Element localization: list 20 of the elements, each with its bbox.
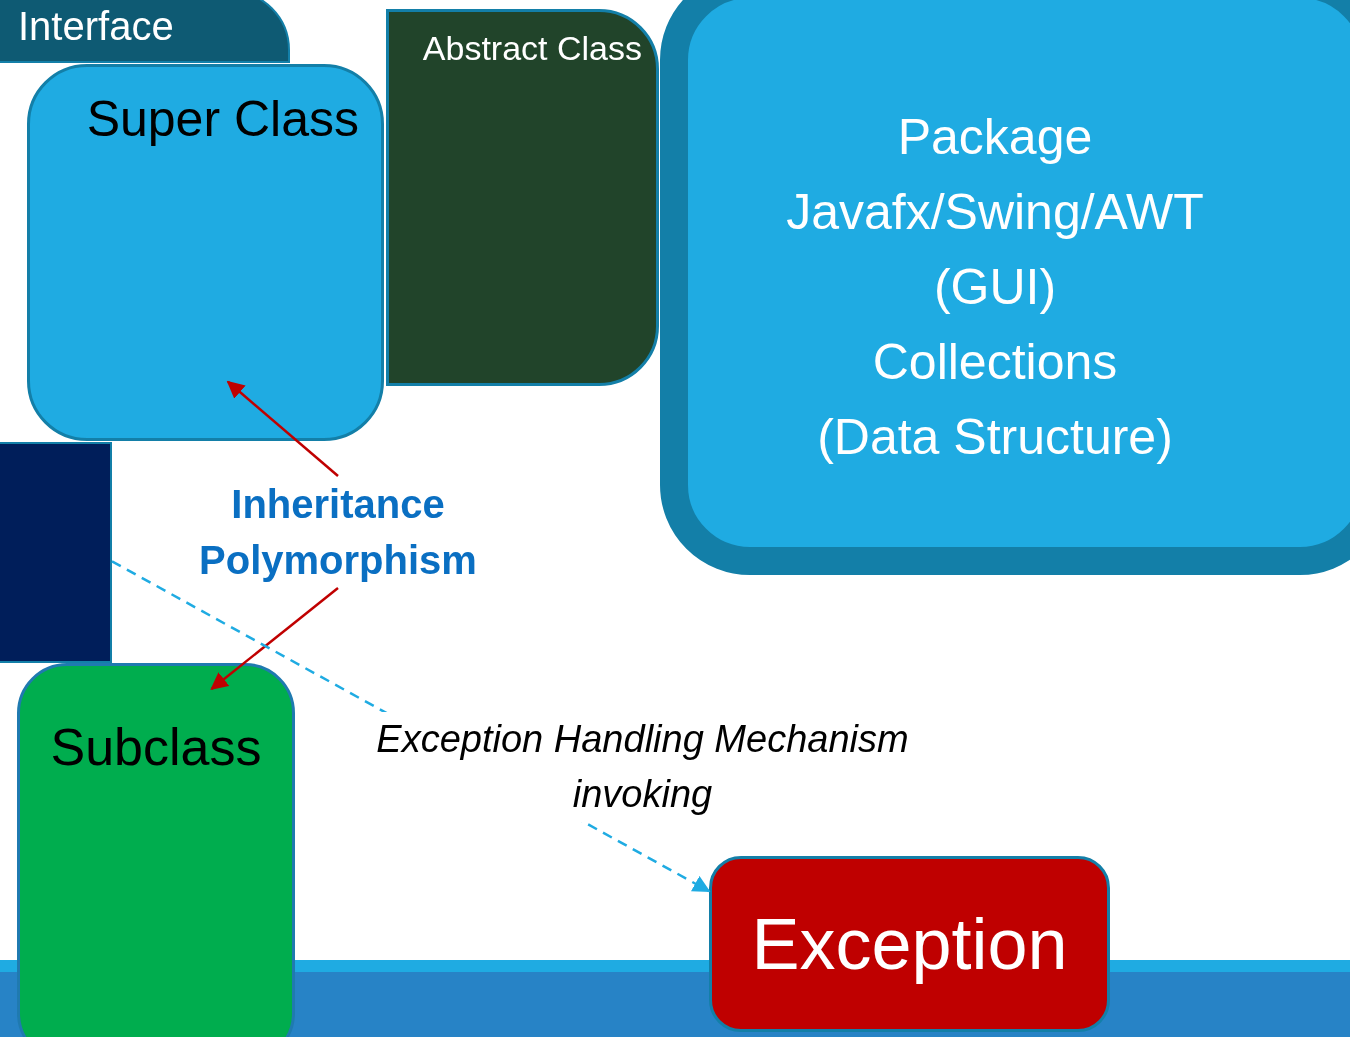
node-label: Collections [872,333,1118,392]
node-label: Javafx/Swing/AWT [786,183,1204,242]
node-label: Abstract Class [422,28,642,69]
interface-box [0,0,290,63]
exception-box [709,856,1110,1032]
super-class-box [27,64,384,441]
node-label: Package [897,108,1093,167]
node-label: Interface [18,3,174,50]
arrow [226,380,339,477]
node-label: Subclass [50,717,262,778]
subclass-box [17,663,295,1037]
node-label: Inheritance [231,481,445,528]
package-box [660,0,1350,575]
node-label: (GUI) [933,258,1057,317]
node-label: Exception [751,902,1068,986]
node-label: Polymorphism [199,537,477,584]
arrow [210,587,339,691]
node-label: (Data Structure) [817,408,1173,467]
abstract-class-box [386,9,659,386]
node-label: Super Class [86,90,359,149]
